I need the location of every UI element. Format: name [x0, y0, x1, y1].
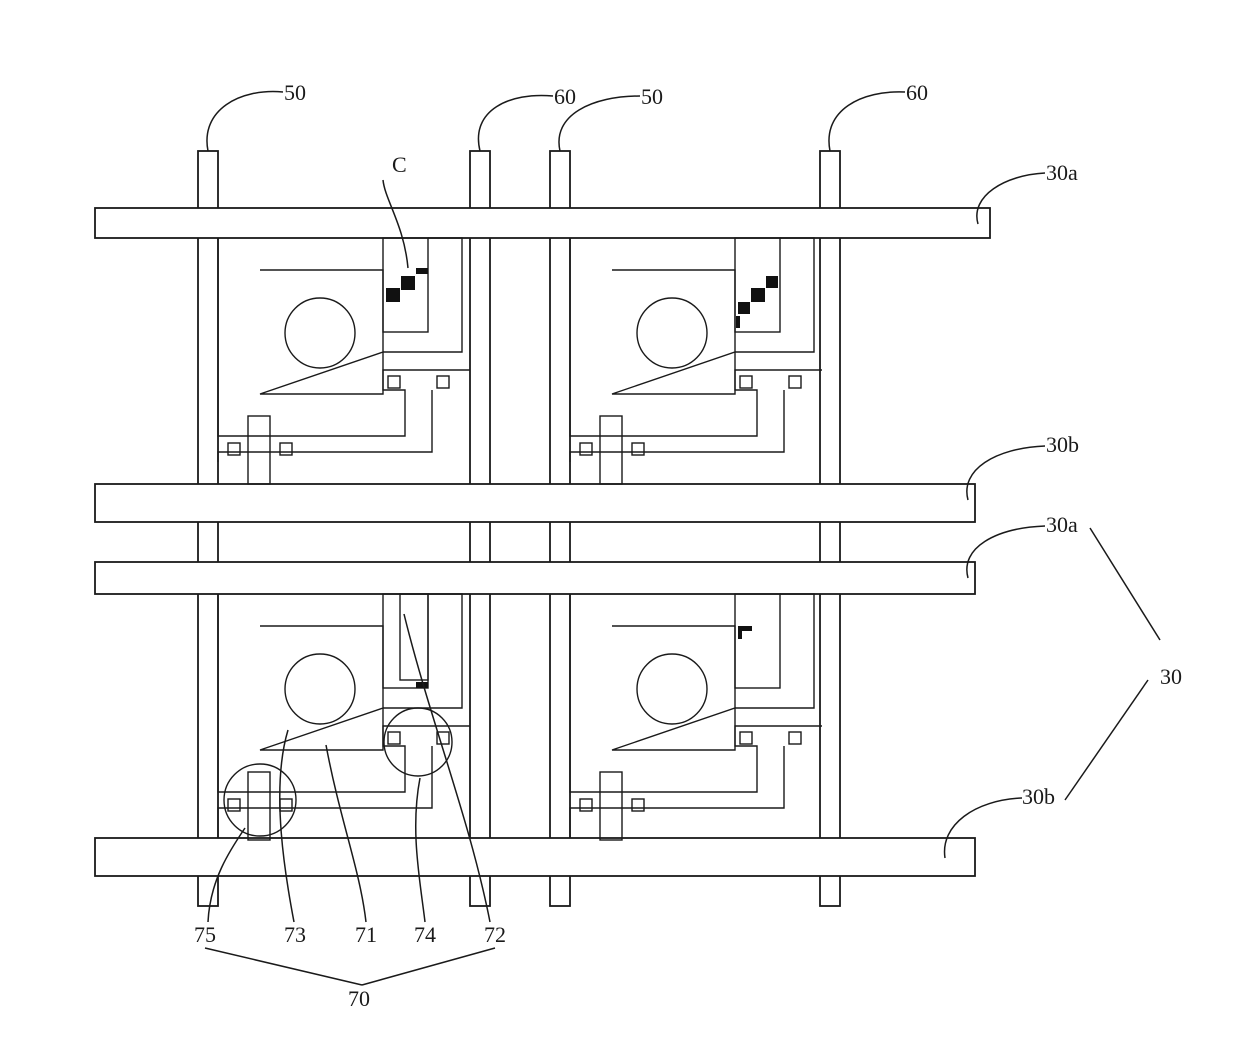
pixel-unit-bottom-left: [218, 594, 470, 840]
leader-73: [280, 730, 294, 922]
pixel-unit-top-right: [570, 238, 822, 484]
via-square: [740, 376, 752, 388]
capacitor-pattern: [751, 288, 765, 302]
scan-line-30a-top: [95, 208, 990, 238]
via-square: [789, 376, 801, 388]
pixel-unit-top-left: [218, 238, 470, 484]
label-72: 72: [484, 922, 506, 947]
power-line-60-left: [470, 151, 490, 906]
scan-line-30b-top: [95, 484, 975, 522]
via-square: [632, 443, 644, 455]
via-square: [280, 799, 292, 811]
bracket-30-lower: [1065, 680, 1148, 800]
label-50-left: 50: [284, 80, 306, 105]
capacitor-pattern: [738, 302, 750, 314]
leader-30b-top: [967, 446, 1045, 500]
via-square: [437, 376, 449, 388]
wire-lower: [218, 390, 432, 462]
label-60-left: 60: [554, 84, 576, 109]
label-c: C: [392, 152, 407, 177]
via-square: [580, 443, 592, 455]
scan-line-30a-bottom: [95, 562, 975, 594]
label-75: 75: [194, 922, 216, 947]
leader-30a-bottom: [967, 526, 1045, 578]
bracket-70-right: [362, 948, 495, 985]
capacitor-pattern: [386, 288, 400, 302]
label-70: 70: [348, 986, 370, 1011]
capacitor-block: [735, 594, 780, 688]
leader-71: [326, 745, 366, 922]
via-square: [280, 443, 292, 455]
via-square: [228, 443, 240, 455]
label-30b-bottom: 30b: [1022, 784, 1055, 809]
capacitor-pattern: [736, 316, 740, 328]
label-73: 73: [284, 922, 306, 947]
label-30a-bottom: 30a: [1046, 512, 1078, 537]
switch-tft-gate: [600, 772, 622, 840]
via-square: [228, 799, 240, 811]
emission-opening: [637, 298, 707, 368]
switch-tft-gate: [248, 416, 270, 484]
power-line-60-right: [820, 151, 840, 906]
bracket-70-left: [205, 948, 362, 985]
capacitor-pattern: [416, 268, 428, 274]
emission-opening: [285, 298, 355, 368]
tft-74-highlight: [384, 708, 452, 776]
emission-opening: [637, 654, 707, 724]
label-50-right: 50: [641, 84, 663, 109]
capacitor-pattern: [766, 276, 778, 288]
data-line-50-right: [550, 151, 570, 906]
wire-lower: [570, 390, 784, 462]
switch-tft-gate: [600, 416, 622, 484]
label-30a-top: 30a: [1046, 160, 1078, 185]
emission-opening: [285, 654, 355, 724]
via-square: [580, 799, 592, 811]
via-square: [388, 376, 400, 388]
capacitor-pattern: [401, 276, 415, 290]
leader-50-left: [207, 92, 283, 151]
data-line-50-left: [198, 151, 218, 906]
label-30: 30: [1160, 664, 1182, 689]
capacitor-electrode: [400, 594, 428, 680]
capacitor-pattern: [738, 626, 752, 631]
label-30b-top: 30b: [1046, 432, 1079, 457]
via-square: [789, 732, 801, 744]
capacitor-pattern: [416, 682, 428, 688]
capacitor-block: [383, 594, 428, 688]
label-71: 71: [355, 922, 377, 947]
tft-75-highlight: [224, 764, 296, 836]
leader-60-right: [829, 92, 905, 151]
leader-60-left: [478, 95, 553, 151]
via-square: [740, 732, 752, 744]
pixel-unit-bottom-right: [570, 594, 822, 840]
capacitor-pattern: [738, 631, 742, 639]
switch-tft-gate: [248, 772, 270, 840]
label-60-right: 60: [906, 80, 928, 105]
bracket-30-upper: [1090, 528, 1160, 640]
label-74: 74: [414, 922, 436, 947]
via-square: [632, 799, 644, 811]
via-square: [388, 732, 400, 744]
